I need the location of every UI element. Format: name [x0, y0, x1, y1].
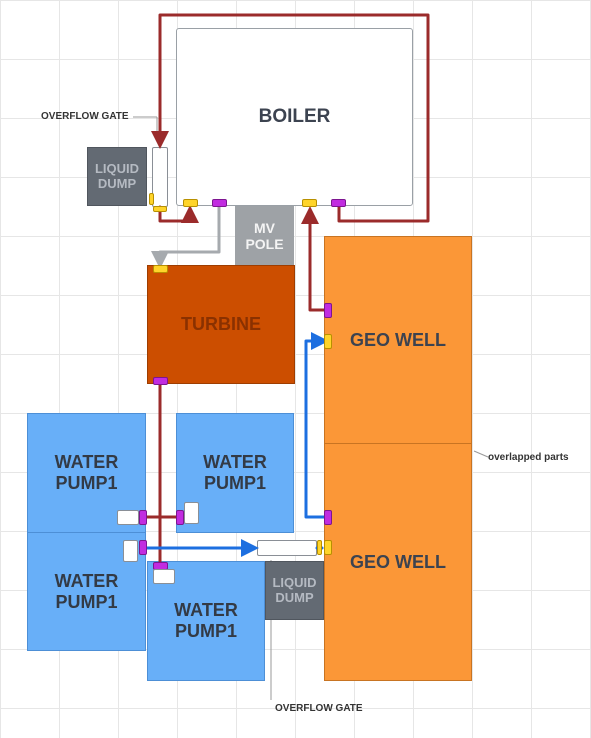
port-geo-bottom-input[interactable] — [324, 540, 332, 555]
liquid-dump-top[interactable]: LIQUID DUMP — [87, 147, 147, 206]
port-geo-bottom-output[interactable] — [324, 510, 332, 525]
port-pump1-output[interactable] — [139, 510, 147, 525]
water-pump-label: WATER PUMP1 — [54, 452, 119, 493]
turbine-label: TURBINE — [181, 314, 261, 335]
port-gate-bottom-output[interactable] — [317, 540, 322, 555]
port-boiler-input-right[interactable] — [302, 199, 317, 207]
port-pump2-input[interactable] — [184, 502, 199, 524]
port-pump4-input[interactable] — [153, 569, 175, 584]
water-pump-label: WATER PUMP1 — [54, 570, 119, 612]
boiler-box[interactable]: BOILER — [176, 28, 413, 206]
liquid-dump-bottom-label: LIQUID DUMP — [272, 574, 317, 605]
gray-pipe-boiler-to-turbine — [151, 205, 221, 269]
geo-well-top[interactable]: GEO WELL — [324, 236, 472, 444]
turbine-box[interactable]: TURBINE — [147, 265, 295, 384]
port-gate-top-side[interactable] — [149, 193, 154, 205]
port-turbine-input[interactable] — [153, 265, 168, 273]
port-pump3-input[interactable] — [123, 540, 138, 562]
port-turbine-output[interactable] — [153, 377, 168, 385]
water-pipe-geo-loop — [304, 332, 329, 519]
overlapped-parts-note: overlapped parts — [488, 452, 569, 463]
port-gate-top-output[interactable] — [153, 206, 167, 212]
overflow-gate-bottom-note: OVERFLOW GATE — [275, 703, 363, 714]
mv-pole-label: MV POLE — [245, 219, 284, 252]
geo-well-bottom-label: GEO WELL — [350, 551, 446, 572]
port-boiler-output-right[interactable] — [331, 199, 346, 207]
port-boiler-input-left[interactable] — [183, 199, 198, 207]
port-pump3-output[interactable] — [139, 540, 147, 555]
overflow-gate-top-note: OVERFLOW GATE — [41, 111, 129, 122]
geo-well-bottom[interactable]: GEO WELL — [324, 443, 472, 681]
liquid-dump-bottom[interactable]: LIQUID DUMP — [265, 561, 324, 620]
geo-well-top-label: GEO WELL — [350, 329, 446, 350]
port-geo-top-input[interactable] — [324, 334, 332, 349]
water-pump-label: WATER PUMP1 — [174, 600, 238, 641]
water-pump-label: WATER PUMP1 — [203, 452, 267, 493]
port-boiler-output-left[interactable] — [212, 199, 227, 207]
port-pump1-input[interactable] — [117, 510, 139, 525]
steam-pipe-gate-to-boiler — [158, 205, 199, 223]
port-pump2-output[interactable] — [176, 510, 184, 525]
steam-pipe-loop — [151, 13, 430, 223]
steam-pipe-geo-to-boiler — [301, 206, 328, 312]
liquid-dump-top-label: LIQUID DUMP — [94, 160, 140, 191]
port-geo-top-output[interactable] — [324, 303, 332, 318]
boiler-label: BOILER — [258, 106, 331, 128]
mv-pole-box[interactable]: MV POLE — [235, 206, 294, 266]
